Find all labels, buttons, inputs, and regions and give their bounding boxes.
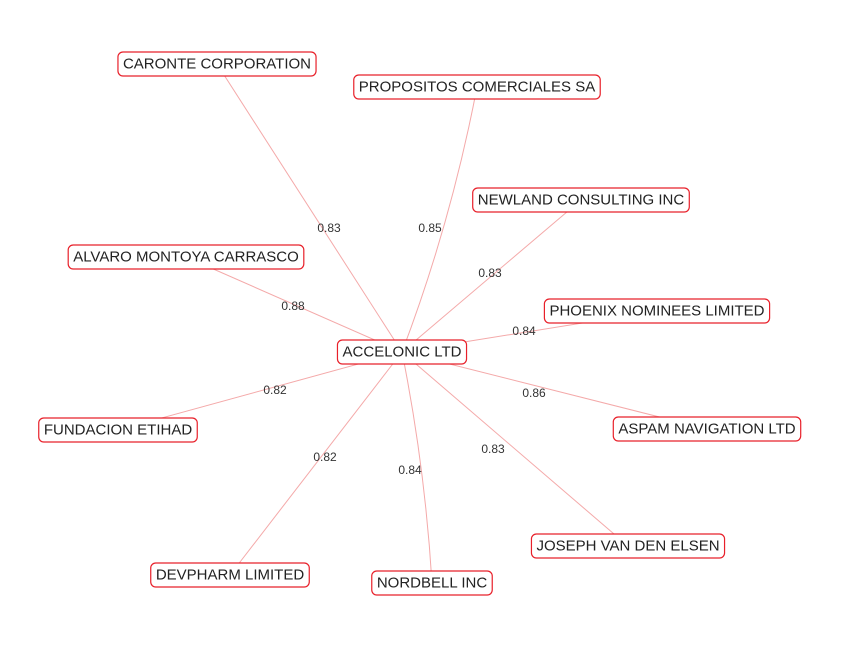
- node-label: JOSEPH VAN DEN ELSEN: [536, 538, 719, 555]
- node-box: [530, 533, 726, 559]
- edge-score-label: 0.85: [418, 221, 442, 235]
- node-label: DEVPHARM LIMITED: [156, 567, 305, 584]
- node-alvaro[interactable]: ALVARO MONTOYA CARRASCO: [67, 244, 305, 270]
- node-joseph[interactable]: JOSEPH VAN DEN ELSEN: [530, 533, 726, 559]
- node-label: ACCELONIC LTD: [343, 344, 462, 361]
- node-label: ALVARO MONTOYA CARRASCO: [73, 249, 299, 266]
- edge-score-label: 0.84: [398, 463, 422, 477]
- edge-caronte: [216, 63, 403, 353]
- node-newland[interactable]: NEWLAND CONSULTING INC: [472, 187, 690, 213]
- node-box: [38, 417, 198, 443]
- node-caronte[interactable]: CARONTE CORPORATION: [117, 51, 317, 77]
- edge-score-label: 0.83: [481, 442, 505, 456]
- edge-score-label: 0.83: [317, 221, 341, 235]
- edge-score-label: 0.84: [512, 324, 536, 338]
- edge-joseph: [401, 351, 629, 547]
- edge-devpharm: [229, 351, 403, 576]
- edge-newland: [401, 199, 582, 353]
- node-box: [472, 187, 690, 213]
- node-label: PHOENIX NOMINEES LIMITED: [549, 303, 764, 320]
- node-propositos[interactable]: PROPOSITOS COMERCIALES SA: [353, 74, 601, 100]
- node-label: ASPAM NAVIGATION LTD: [618, 421, 795, 438]
- node-phoenix[interactable]: PHOENIX NOMINEES LIMITED: [543, 298, 771, 324]
- node-label: CARONTE CORPORATION: [123, 56, 311, 73]
- node-box: [117, 51, 317, 77]
- node-box: [612, 416, 802, 442]
- node-center[interactable]: ACCELONIC LTD: [336, 339, 468, 365]
- node-box: [543, 298, 771, 324]
- node-box: [67, 244, 305, 270]
- edge-labels-layer: 0.83 0.85 0.83 0.88 0.84 0.82 0.86 0.83 0.82 0.84: [263, 221, 546, 477]
- edge-score-label: 0.82: [313, 450, 337, 464]
- node-fundacion[interactable]: FUNDACION ETIHAD: [38, 417, 198, 443]
- node-label: FUNDACION ETIHAD: [44, 422, 193, 439]
- edge-propositos: [401, 86, 478, 353]
- node-box: [371, 570, 493, 596]
- node-box: [353, 74, 601, 100]
- nodes-layer: ACCELONIC LTD CARONTE CORPORATION PROPOSI…: [38, 51, 802, 596]
- edge-score-label: 0.82: [263, 383, 287, 397]
- edge-score-label: 0.83: [478, 266, 502, 280]
- node-devpharm[interactable]: DEVPHARM LIMITED: [150, 562, 310, 588]
- edge-nordbell: [401, 351, 433, 584]
- node-label: PROPOSITOS COMERCIALES SA: [359, 79, 595, 96]
- edge-score-label: 0.86: [522, 386, 546, 400]
- node-box: [336, 339, 468, 365]
- node-aspam[interactable]: ASPAM NAVIGATION LTD: [612, 416, 802, 442]
- node-label: NEWLAND CONSULTING INC: [478, 192, 685, 209]
- edge-score-label: 0.88: [281, 299, 305, 313]
- node-label: NORDBELL INC: [377, 575, 487, 592]
- node-box: [150, 562, 310, 588]
- node-nordbell[interactable]: NORDBELL INC: [371, 570, 493, 596]
